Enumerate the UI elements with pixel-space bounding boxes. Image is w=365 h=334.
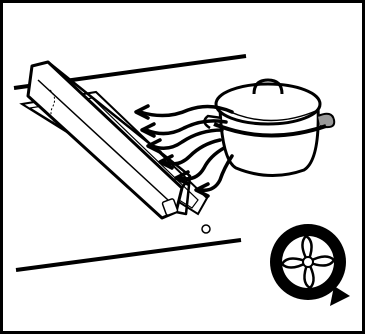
control-knob — [202, 225, 210, 233]
pot-handle-right — [318, 114, 334, 127]
pot-lid — [216, 84, 320, 124]
